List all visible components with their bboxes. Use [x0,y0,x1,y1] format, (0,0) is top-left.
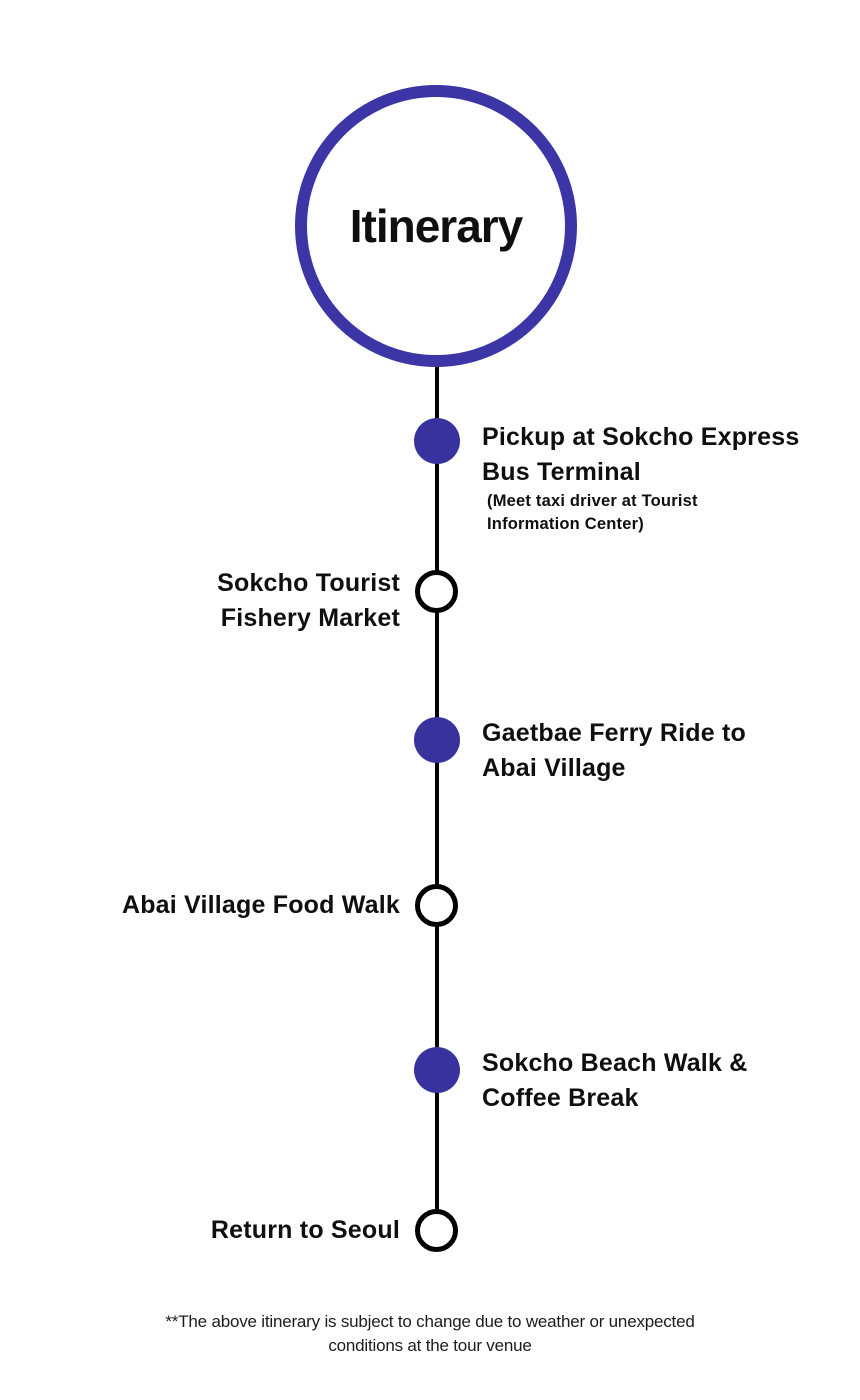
timeline-node-beach-walk [414,1047,460,1093]
stop-label-food-walk: Abai Village Food Walk [121,891,400,919]
itinerary-title-circle: Itinerary [295,85,577,367]
disclaimer-text: **The above itinerary is subject to chan… [165,1312,695,1355]
stop-label-return: Return to Seoul [210,1216,400,1244]
timeline-line [435,367,439,1231]
stop-label-ferry: Gaetbae Ferry Ride to Abai Village [482,719,747,782]
page-title: Itinerary [349,200,524,252]
stop-label-beach-walk: Sokcho Beach Walk & Coffee Break [482,1049,748,1112]
timeline-node-pickup [414,418,460,464]
stop-label-pickup: Pickup at Sokcho Express Bus Terminal [482,423,800,486]
timeline-node-food-walk [415,884,458,927]
timeline-node-ferry [414,717,460,763]
timeline-node-fishery-market [415,570,458,613]
stop-note-pickup: (Meet taxi driver at Tourist Information… [487,492,698,533]
stop-label-fishery-market: Sokcho Tourist Fishery Market [217,569,400,632]
timeline-node-return [415,1209,458,1252]
